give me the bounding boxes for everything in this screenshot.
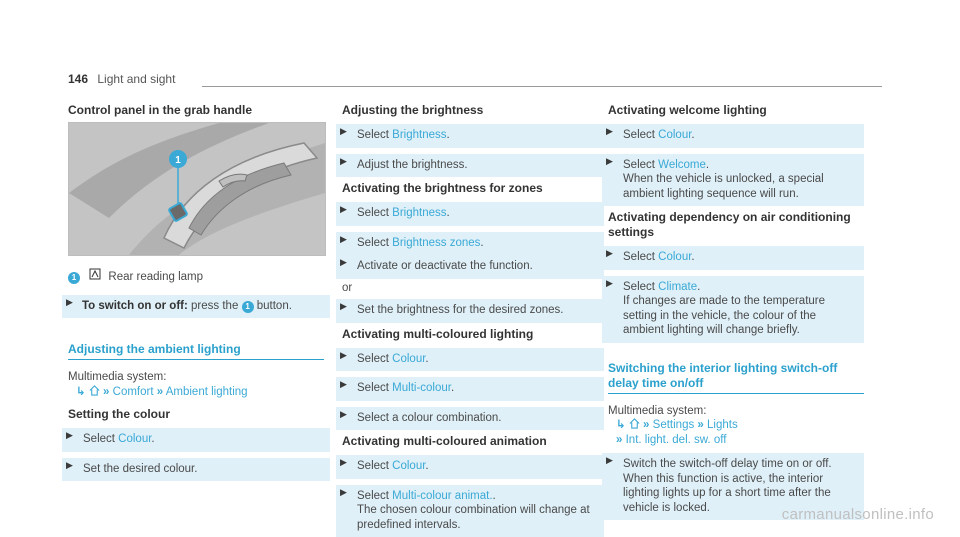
brightness-option[interactable]: Brightness [392,207,446,219]
menu-item-comfort[interactable]: Comfort [113,386,154,398]
anim-step-2: Select Multi-colour animat.. The chosen … [336,485,604,537]
return-arrow-icon: ↳ [76,386,86,398]
section-title: Light and sight [97,72,175,86]
menu-path: ↳ » Comfort » Ambient lighting [68,385,330,400]
welcome-step-1: Select Colour. [602,124,864,148]
multi-colour-heading: Activating multi-coloured lighting [342,327,604,342]
left-column: Control panel in the grab handle [68,103,330,118]
select-text: Select [357,490,389,502]
header-rule [202,86,882,87]
watermark: carmanualsonline.info [782,506,934,523]
colour-step-1: Select Colour. [62,428,330,452]
air-conditioning-heading: Activating dependency on air conditionin… [608,210,864,240]
grab-handle-drawing: 1 [69,123,325,255]
select-text: Select [357,129,389,141]
climate-description: If changes are made to the temperature s… [623,295,825,336]
left-column-body: 1 Rear reading lamp To switch on or off:… [68,268,330,481]
select-text: Select [357,207,389,219]
page-header: 146 Light and sight [68,72,175,86]
menu-path-continued: » Int. light. del. sw. off [608,433,864,448]
zones-step-3: Activate or deactivate the function. [336,255,604,279]
ambient-lighting-heading: Adjusting the ambient lighting [68,342,324,360]
multi-step-2: Select Multi-colour. [336,377,604,401]
switch-instruction: To switch on or off: press the 1 button. [62,295,330,319]
zones-step-2: Select Brightness zones. [336,232,604,256]
ac-step-2: Select Climate. If changes are made to t… [602,276,864,343]
select-text: Select [357,460,389,472]
multimedia-label: Multimedia system: [68,370,330,385]
page-number: 146 [68,72,88,86]
menu-path: ↳ » Settings » Lights [608,418,864,433]
select-text: Select [623,159,655,171]
brightness-zones-option[interactable]: Brightness zones [392,237,480,249]
animation-description: The chosen colour combination will chang… [357,504,590,531]
grab-handle-illustration: 1 [68,122,326,256]
animation-heading: Activating multi-coloured animation [342,434,604,449]
menu-item-int-light-del[interactable]: Int. light. del. sw. off [626,434,727,446]
welcome-heading: Activating welcome lighting [608,103,864,118]
switch-end: button. [257,300,292,312]
colour-option[interactable]: Colour [658,251,691,263]
or-text: or [342,281,604,296]
select-text: Select [357,353,389,365]
select-text: Select [623,281,655,293]
legend-text: Rear reading lamp [108,271,203,283]
switch-label: To switch on or off: [82,300,188,312]
switch-off-delay-heading: Switching the interior lighting switch-o… [608,361,864,394]
home-icon [629,419,640,431]
switch-off-instruction: Switch the switch-off delay time on or o… [623,458,832,470]
multimedia-label: Multimedia system: [608,404,864,419]
multi-colour-animation-option[interactable]: Multi-colour animat. [392,490,492,502]
colour-option[interactable]: Colour [392,460,425,472]
select-text: Select [357,237,389,249]
right-column: Activating welcome lighting Select Colou… [608,103,864,520]
menu-item-ambient-lighting[interactable]: Ambient lighting [166,386,248,398]
middle-column: Adjusting the brightness Select Brightne… [342,103,604,537]
anim-step-1: Select Colour. [336,455,604,479]
menu-item-settings[interactable]: Settings [653,419,695,431]
svg-text:1: 1 [175,155,181,166]
welcome-option[interactable]: Welcome [658,159,706,171]
select-text: Select [357,382,389,394]
chevron-right-icon: » [103,386,109,398]
switch-text: press the [191,300,238,312]
grab-handle-heading: Control panel in the grab handle [68,103,330,118]
chevron-right-icon: » [616,434,622,446]
colour-option[interactable]: Colour [658,129,691,141]
welcome-step-2: Select Welcome. When the vehicle is unlo… [602,154,864,207]
chevron-right-icon: » [697,419,703,431]
ac-step-1: Select Colour. [602,246,864,270]
climate-option[interactable]: Climate [658,281,697,293]
legend-item: 1 Rear reading lamp [68,268,330,285]
reading-lamp-icon [89,271,104,283]
colour-step-2: Set the desired colour. [62,458,330,482]
select-text: Select [623,251,655,263]
welcome-description: When the vehicle is unlocked, a special … [623,173,824,200]
colour-option[interactable]: Colour [118,433,151,445]
home-icon [89,386,100,398]
setting-colour-heading: Setting the colour [68,407,330,422]
multi-step-3: Select a colour combination. [336,407,604,431]
brightness-step-2: Adjust the brightness. [336,154,604,178]
zones-step-1: Select Brightness. [336,202,604,226]
brightness-option[interactable]: Brightness [392,129,446,141]
colour-option[interactable]: Colour [392,353,425,365]
zones-step-4: Set the brightness for the desired zones… [336,299,604,323]
chevron-right-icon: » [157,386,163,398]
multi-step-1: Select Colour. [336,348,604,372]
select-text: Select [83,433,115,445]
brightness-step-1: Select Brightness. [336,124,604,148]
chevron-right-icon: » [643,419,649,431]
multi-colour-option[interactable]: Multi-colour [392,382,451,394]
zones-heading: Activating the brightness for zones [342,181,604,196]
brightness-heading: Adjusting the brightness [342,103,604,118]
switch-number-badge: 1 [242,301,254,313]
legend-number-badge: 1 [68,272,80,284]
menu-item-lights[interactable]: Lights [707,419,738,431]
select-text: Select [623,129,655,141]
return-arrow-icon: ↳ [616,419,626,431]
